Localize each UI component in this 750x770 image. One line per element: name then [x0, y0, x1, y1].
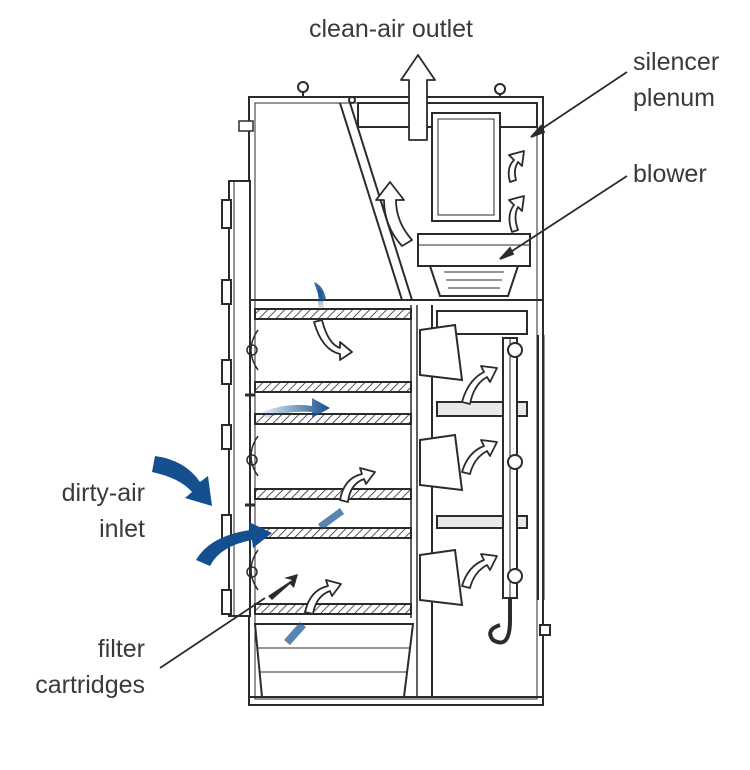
filter-cartridge — [254, 603, 412, 615]
flow-arrow — [375, 181, 413, 247]
lifting-eye — [348, 96, 356, 104]
air-hose — [488, 598, 512, 645]
diagonal-divider — [339, 102, 413, 301]
flow-arrow — [461, 553, 498, 589]
filter-leader — [159, 597, 266, 669]
dirty-air-label: dirty-air — [61, 479, 145, 507]
air-inlet-fitting — [539, 624, 551, 636]
dirty-air-inlet-arrow — [152, 456, 212, 506]
filter-cartridge — [254, 413, 412, 425]
pulse-valve — [507, 568, 523, 584]
silencer-leader — [533, 71, 628, 135]
flow-arrow — [507, 150, 525, 183]
filter-label: filter — [97, 635, 145, 663]
blower — [417, 233, 531, 297]
silencer-plenum — [357, 102, 538, 222]
filter-cartridge — [254, 308, 412, 320]
cartridges-label: cartridges — [35, 671, 145, 699]
flow-arrow — [508, 195, 525, 233]
inlet-label: inlet — [99, 515, 145, 543]
pulse-jet-section — [419, 305, 551, 697]
door-hinge — [221, 279, 232, 305]
blower-leader — [502, 175, 628, 258]
outlet-arrow — [400, 54, 436, 141]
dirty-air-arrows — [152, 282, 344, 645]
lifting-eye — [494, 83, 506, 95]
pulse-valve — [507, 342, 523, 358]
dust-drawer — [253, 623, 415, 698]
clean-air-arrows — [304, 54, 525, 615]
flow-arrow — [313, 319, 353, 361]
flow-arrow — [461, 365, 498, 405]
door-hinge — [221, 359, 232, 385]
flow-arrow — [339, 467, 376, 503]
venturi — [419, 323, 464, 382]
door-hinge — [221, 424, 232, 450]
access-door — [221, 180, 251, 617]
dirty-air-flow — [262, 398, 330, 418]
filter-cartridge — [254, 488, 412, 500]
venturi — [419, 433, 464, 492]
flow-arrow — [304, 579, 342, 615]
blower-base — [428, 265, 520, 297]
flow-arrow — [461, 439, 498, 475]
dirty-air-flow — [284, 622, 306, 645]
plenum-label: plenum — [633, 84, 715, 112]
dirty-air-inlet-arrow — [196, 522, 272, 566]
leader-lines — [159, 71, 628, 669]
filter-cartridge — [254, 527, 412, 539]
cartridge-ends — [245, 305, 418, 697]
top-latch — [238, 120, 254, 132]
filter-cartridge — [254, 381, 412, 393]
door-hinge — [221, 589, 232, 615]
lifting-eyes — [297, 81, 506, 104]
silencer-label: silencer — [633, 48, 720, 76]
venturi — [419, 548, 464, 607]
door-panel — [228, 180, 251, 617]
clean-air-outlet-label: clean-air outlet — [309, 15, 473, 43]
filter-cartridges — [254, 308, 412, 615]
dirty-air-flow — [268, 574, 298, 600]
silencer-box — [431, 112, 501, 222]
door-hinge — [221, 199, 232, 229]
lifting-eye — [297, 81, 309, 93]
dirty-air-flow — [318, 508, 344, 530]
blower-label: blower — [633, 160, 707, 188]
pulse-valve — [507, 454, 523, 470]
